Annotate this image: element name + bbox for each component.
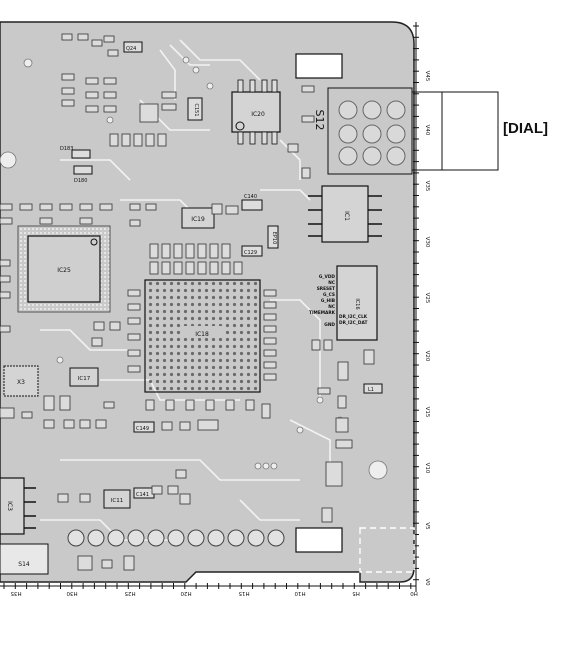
- ruler-label: V25: [424, 293, 430, 304]
- q24-label: Q24: [126, 46, 136, 52]
- ruler-label: V20: [424, 351, 430, 362]
- d183-label: D183: [60, 146, 73, 152]
- ruler-label: V30: [424, 237, 430, 248]
- connector-pin: SRESET: [317, 286, 335, 292]
- s12-label: S12: [313, 110, 326, 131]
- ic20-label: IC20: [251, 111, 265, 118]
- s12-dial-switch: S12: [313, 87, 413, 175]
- connector-pin: GND: [324, 322, 335, 328]
- ic19-label: IC19: [191, 216, 205, 223]
- connector-pin: DR_I2C_DAT: [339, 320, 367, 326]
- ic16-connector: IC16 G_VDD NC SRESET G_CS G_HIB NC TIMEM…: [309, 265, 378, 341]
- ruler-label: V5: [424, 522, 430, 530]
- ruler-label: V35: [424, 181, 430, 192]
- c129-label: C129: [244, 250, 257, 256]
- ruler-label: H30: [66, 590, 78, 596]
- ic18-chip: IC18: [144, 279, 261, 393]
- ic17-chip: IC17: [69, 367, 99, 387]
- dial-callout-box: [412, 91, 499, 171]
- connector-pin: G_VDD: [319, 274, 336, 280]
- connector-pin: G_CS: [323, 292, 335, 298]
- ic18-label: IC18: [195, 331, 209, 338]
- ic3-chip: IC3: [0, 477, 36, 535]
- d180-label: D180: [74, 178, 87, 184]
- tab-pads: [295, 53, 343, 553]
- ruler-label: V45: [424, 71, 430, 82]
- bottom-ruler: [0, 583, 416, 589]
- ic1-label: IC1: [343, 211, 350, 221]
- ic11-label: IC11: [111, 498, 123, 504]
- side-ruler-labels: V45 V40 V35 V30 V25 V20 V15 V10 V5 V0: [424, 71, 430, 587]
- x3-label: X3: [17, 379, 25, 386]
- ruler-label: V15: [424, 407, 430, 418]
- test-point-row: [67, 529, 285, 547]
- ic19-chip: IC19: [181, 207, 215, 229]
- ic16-label: IC16: [354, 298, 360, 309]
- ruler-label: H5: [352, 590, 360, 596]
- ruler-label: H25: [124, 590, 136, 596]
- ep10-label: EP10: [271, 232, 277, 245]
- s14-label: S14: [18, 561, 30, 568]
- bottom-ruler-labels: H35 H30 H25 H20 H15 H10 H5 H0: [10, 590, 418, 596]
- ic20-chip: IC20: [231, 79, 281, 145]
- connector-pin: DR_I2C_CLK: [339, 314, 368, 320]
- c149-label: C149: [136, 426, 149, 432]
- ic25-chip: IC25: [17, 225, 111, 313]
- ruler-label: H10: [294, 590, 306, 596]
- c141-label: C141: [136, 492, 149, 498]
- ic3-label: IC3: [6, 501, 13, 511]
- ic1-chip: IC1: [308, 185, 382, 243]
- ruler-label: V0: [424, 578, 430, 586]
- connector-pin: G_HIB: [321, 298, 335, 304]
- x3-crystal: X3: [3, 365, 39, 397]
- ruler-label: H0: [410, 590, 418, 596]
- connector-pin: NC: [328, 280, 335, 286]
- ic25-label: IC25: [57, 267, 71, 274]
- connector-pin: TIMEMARK: [309, 310, 336, 316]
- ruler-label: H15: [238, 590, 250, 596]
- dashed-keepout: [359, 527, 415, 573]
- ruler-label: H20: [180, 590, 192, 596]
- connector-pin: NC: [328, 304, 335, 310]
- ruler-label: H35: [10, 590, 22, 596]
- s14-switch: S14: [0, 543, 49, 575]
- c151-label: C151: [193, 103, 199, 116]
- ic11-chip: IC11: [103, 489, 131, 509]
- c140-label: C140: [244, 194, 257, 200]
- dial-callout-label: [DIAL]: [503, 120, 548, 137]
- l1-label: L1: [368, 387, 374, 393]
- ic17-label: IC17: [78, 376, 91, 382]
- part-labels: Q24 C151 C140 C129 C149 C141 D183 D180 E…: [60, 41, 383, 499]
- smd-components: [0, 33, 375, 571]
- ruler-label: V10: [424, 463, 430, 474]
- ruler-label: V40: [424, 125, 430, 136]
